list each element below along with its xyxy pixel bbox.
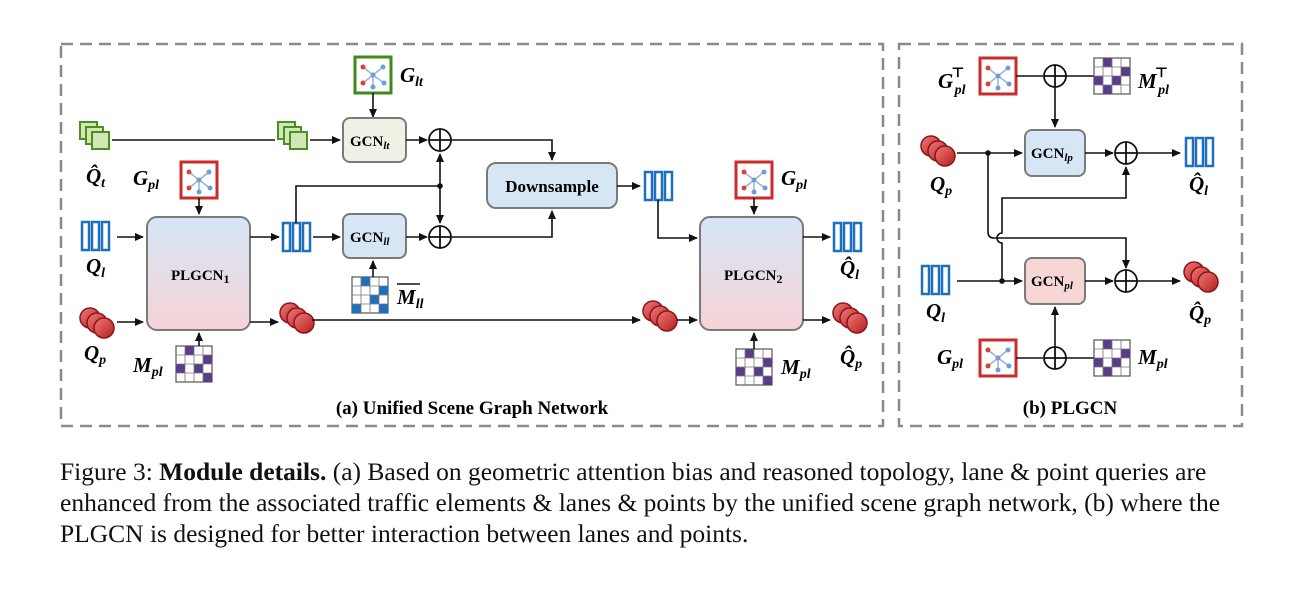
q-p-hat-out-point-discs bbox=[832, 302, 868, 334]
diagram: Glt Q̂t GCNlt Downsample Gpl Ql Qp PLGCN… bbox=[59, 42, 1244, 428]
gcn-lp-label: GCNlp bbox=[1031, 146, 1073, 164]
q-l-lane-bars bbox=[80, 220, 111, 252]
b-q-p-hat-label: Q̂p bbox=[1189, 300, 1211, 328]
m-pl-right-label: Mpl bbox=[780, 355, 811, 382]
b-q-l-hat-lane-bars bbox=[1184, 136, 1215, 168]
b-q-p-label: Qp bbox=[930, 172, 952, 199]
b-g-pl-label: Gpl bbox=[937, 345, 963, 372]
b-q-p-point-discs bbox=[920, 135, 956, 167]
oplus-bottom bbox=[1043, 346, 1067, 370]
m-pl-t-matrix bbox=[1093, 57, 1131, 95]
q-p-point-discs bbox=[79, 307, 115, 339]
caption-prefix: Figure 3: bbox=[60, 457, 160, 486]
plgcn1-box bbox=[146, 216, 251, 331]
q-t-hat-label: Q̂t bbox=[86, 163, 106, 191]
plgcn2-label: PLGCN2 bbox=[724, 268, 783, 286]
plgcn2-box bbox=[699, 216, 804, 331]
gcn-ll-box bbox=[342, 213, 407, 259]
caption-text: (a) Based on geometric attention bias an… bbox=[60, 457, 1221, 548]
panel-b-title: (b) PLGCN bbox=[1023, 398, 1118, 419]
b-m-pl-matrix bbox=[1093, 339, 1131, 377]
q-p-label: Qp bbox=[84, 341, 106, 368]
gcn-ll-label: GCNll bbox=[350, 230, 390, 248]
figure-caption: Figure 3: Module details. (a) Based on g… bbox=[60, 456, 1250, 549]
plgcn1-label: PLGCN1 bbox=[171, 268, 230, 286]
m-pl-right-matrix bbox=[735, 348, 773, 386]
b-q-l-hat-label: Q̂l bbox=[1189, 171, 1208, 199]
plgcn1-lane-bars bbox=[281, 221, 312, 253]
oplus-lp bbox=[1114, 141, 1138, 165]
q-l-hat-out-label: Q̂l bbox=[840, 255, 859, 283]
downsample-label: Downsample bbox=[505, 177, 599, 196]
gcn-pl-label: GCNpl bbox=[1031, 274, 1074, 292]
m-pl-t-label: M⊤pl bbox=[1137, 66, 1169, 98]
downsampled-lane-bars bbox=[643, 170, 674, 202]
g-lt-label: Glt bbox=[400, 63, 424, 90]
panel-b-frame bbox=[897, 42, 1244, 428]
m-ll-matrix bbox=[351, 276, 389, 314]
b-q-l-label: Ql bbox=[926, 299, 945, 326]
q-p-hat-out-label: Q̂p bbox=[840, 344, 862, 372]
b-q-l-lane-bars bbox=[920, 264, 951, 296]
caption-bold: Module details. bbox=[159, 457, 327, 486]
g-pl-left-label: Gpl bbox=[133, 166, 159, 193]
point-discs-pre-plgcn2 bbox=[642, 300, 678, 332]
oplus-pl bbox=[1114, 269, 1138, 293]
b-m-pl-label: Mpl bbox=[1137, 345, 1168, 372]
q-l-label: Ql bbox=[86, 254, 105, 281]
panel-a-frame bbox=[59, 42, 885, 428]
m-ll-label: Mll bbox=[396, 285, 424, 312]
plgcn1-point-discs bbox=[279, 302, 315, 334]
m-pl-left-label: Mpl bbox=[132, 353, 163, 380]
q-l-hat-out-lane-bars bbox=[832, 221, 863, 253]
b-q-p-hat-point-discs bbox=[1183, 261, 1219, 293]
gcn-lt-label: GCNlt bbox=[350, 134, 390, 152]
panel-a-title: (a) Unified Scene Graph Network bbox=[336, 398, 609, 419]
t-feature-green-squares bbox=[277, 121, 308, 150]
m-pl-left-matrix bbox=[175, 345, 213, 383]
oplus-ll bbox=[428, 225, 452, 249]
oplus-lt bbox=[428, 128, 452, 152]
g-pl-right-label: Gpl bbox=[781, 166, 807, 193]
q-t-hat-green-squares bbox=[79, 121, 110, 150]
oplus-top bbox=[1043, 64, 1067, 88]
g-pl-t-label: G⊤pl bbox=[938, 66, 966, 98]
